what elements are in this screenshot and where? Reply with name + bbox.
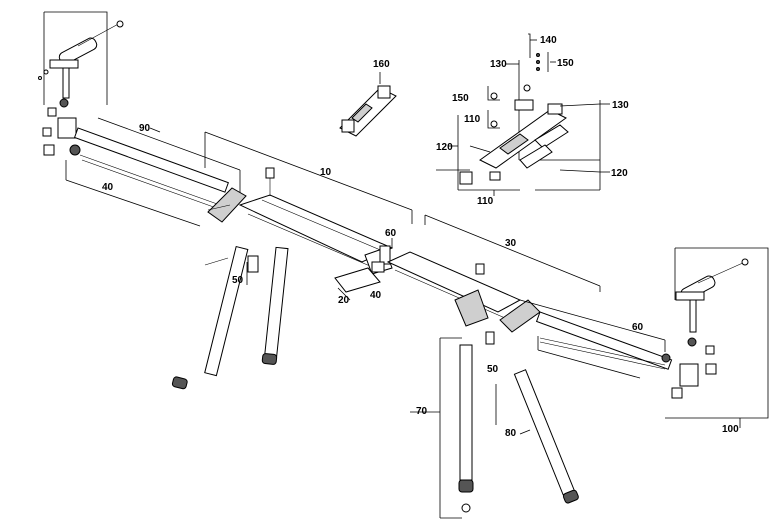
label-60-center: 60 [385,228,397,239]
label-150-left: 150 [452,93,469,104]
left-main-beam [204,131,413,275]
label-70: 70 [416,406,428,417]
label-50-left: 50 [232,275,244,286]
right-extension-rail [519,299,673,379]
label-120-right: 120 [611,168,628,179]
mounting-bracket-160 [339,72,397,137]
label-160: 160 [373,59,390,70]
label-130-right: 130 [612,100,629,111]
label-130-top: 130 [490,59,507,70]
left-leg-assembly [171,204,289,390]
label-110-top: 110 [464,114,481,125]
label-40-left: 40 [102,182,114,193]
label-100: 100 [722,424,739,435]
label-120-left: 120 [436,142,453,153]
center-coupling-parts [334,238,393,301]
label-30: 30 [505,238,517,249]
label-20: 20 [338,295,350,306]
left-end-roller-assembly [38,11,124,156]
miter-saw-mount-assembly [457,33,601,191]
label-10: 10 [320,167,332,178]
label-110-bottom: 110 [477,196,494,207]
right-end-roller-assembly [665,247,769,419]
label-50-right: 50 [487,364,499,375]
part-labels: 10 20 30 40 40 50 50 60 60 70 80 90 100 … [102,35,739,439]
label-150-top: 150 [557,58,574,69]
label-80: 80 [505,428,517,439]
label-40-center: 40 [370,290,382,301]
label-90: 90 [139,123,151,134]
label-leader-lines [149,61,741,435]
right-main-beam [386,214,601,333]
label-140: 140 [540,35,557,46]
label-60-right: 60 [632,322,644,333]
right-leg-assembly [439,331,579,519]
left-extension-rail [65,117,241,227]
